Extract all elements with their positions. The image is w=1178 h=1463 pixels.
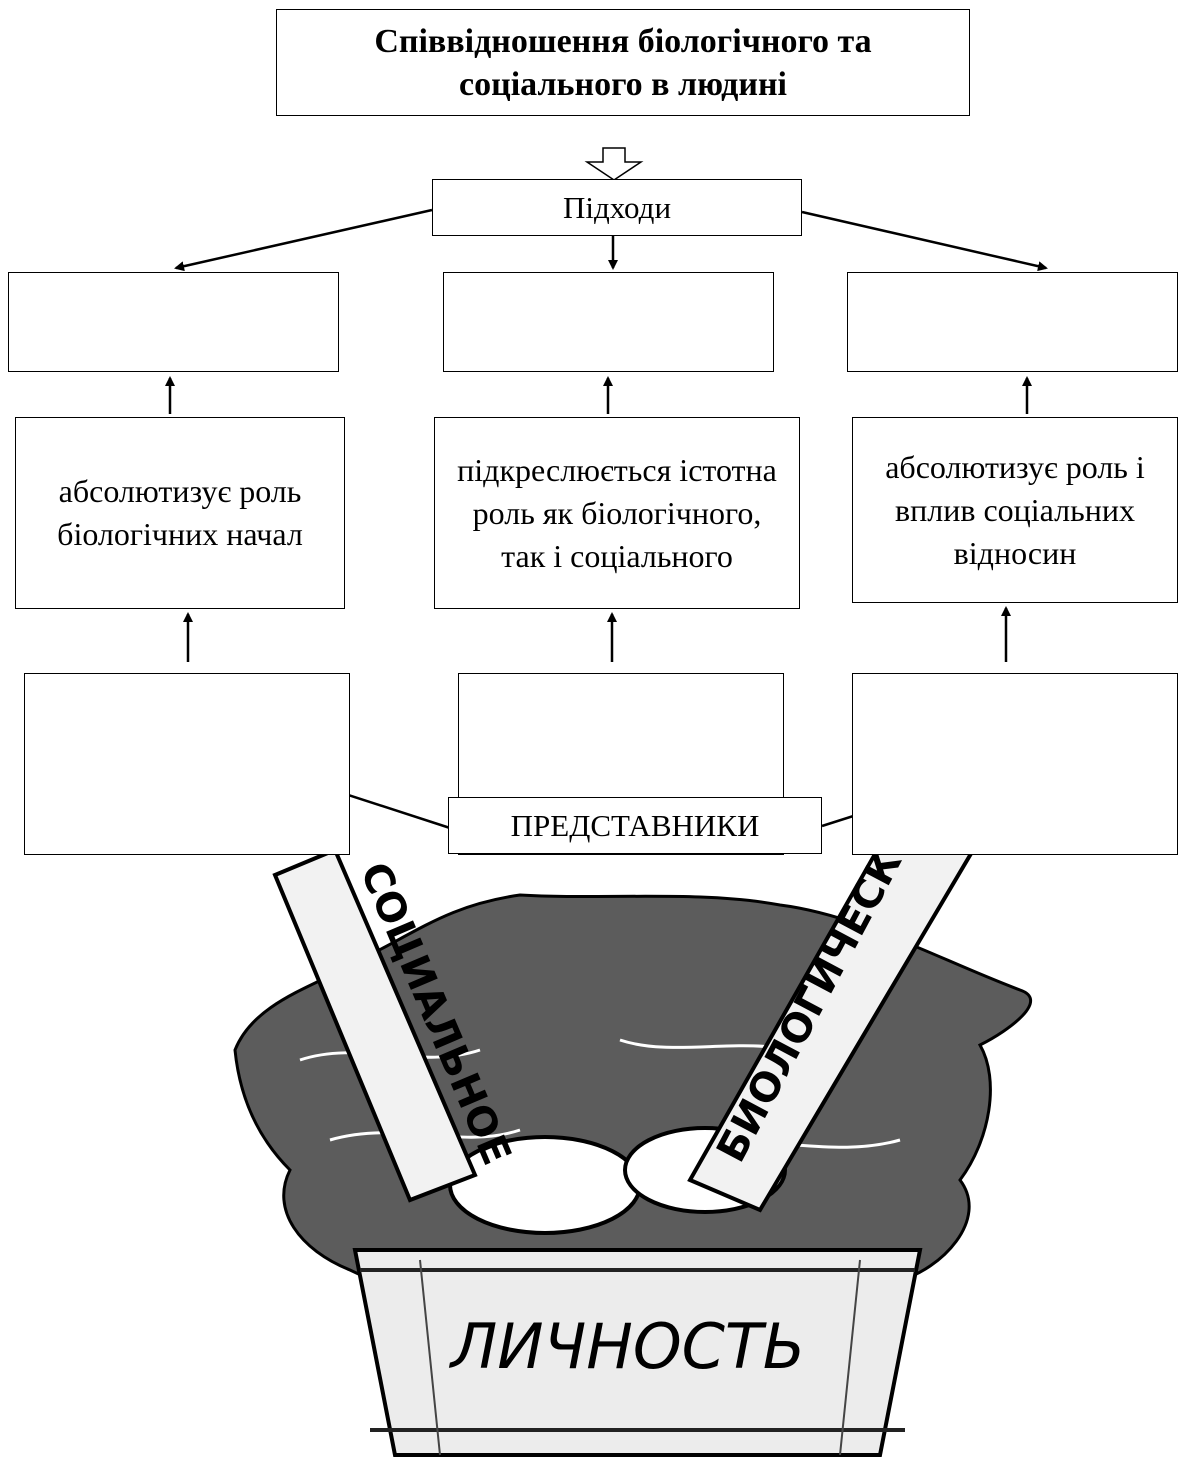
description-box-2: підкреслюється істотна роль як біологічн… — [434, 417, 800, 609]
approach-box-3 — [847, 272, 1178, 372]
arrow-approach-left — [174, 208, 433, 272]
approaches-label: Підходи — [562, 189, 672, 225]
description-text-3: абсолютизує роль і вплив соціальних відн… — [885, 448, 1145, 571]
approach-box-1 — [8, 272, 339, 372]
representatives-label-box: ПРЕДСТАВНИКИ — [448, 797, 822, 854]
title-line-2: соціального в людині — [459, 65, 787, 103]
tub-label: ЛИЧНОСТЬ — [449, 1310, 806, 1383]
left-ribbon — [272, 847, 478, 1203]
representatives-box-3 — [852, 673, 1178, 855]
description-box-1: абсолютизує роль біологічних начал — [15, 417, 345, 609]
arrow-approach-right — [801, 210, 1048, 272]
representatives-label: ПРЕДСТАВНИКИ — [510, 807, 760, 843]
description-text-2: підкреслюється істотна роль як біологічн… — [457, 451, 777, 574]
title-box: Співвідношення біологічного та соціально… — [276, 9, 970, 116]
description-text-1: абсолютизує роль біологічних начал — [57, 473, 303, 552]
title-line-1: Співвідношення біологічного та — [374, 22, 872, 60]
description-box-3: абсолютизує роль і вплив соціальних відн… — [852, 417, 1178, 603]
approaches-box: Підходи — [432, 179, 802, 236]
hollow-down-arrow — [584, 147, 644, 181]
representatives-box-1 — [24, 673, 350, 855]
approach-box-2 — [443, 272, 774, 372]
tub-shape — [352, 1248, 923, 1457]
